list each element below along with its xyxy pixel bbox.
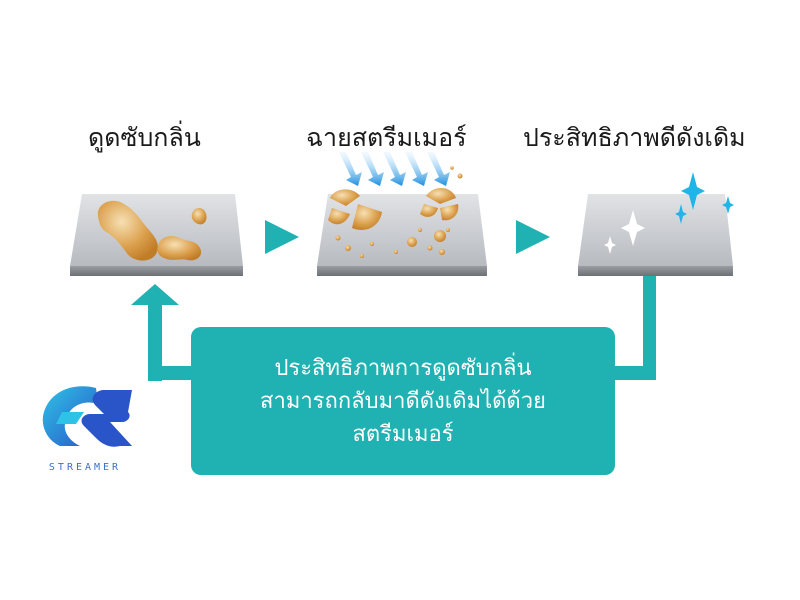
step-title-streamer: ฉายสตรีมเมอร์ bbox=[306, 123, 467, 152]
note-line-2: สามารถกลับมาดีดังเดิมได้ด้วย bbox=[260, 388, 546, 414]
clean-sparkle-plate-icon bbox=[578, 172, 734, 276]
streamer-logo-icon bbox=[42, 386, 132, 447]
step-title-restored: ประสิทธิภาพดีดังเดิม bbox=[523, 123, 746, 152]
step-arrow-2 bbox=[516, 220, 550, 254]
streamer-rays bbox=[339, 152, 450, 186]
odor-plate-icon bbox=[70, 194, 243, 276]
step-title-absorb: ดูดซับกลิ่น bbox=[88, 123, 201, 152]
note-line-3: สตรีมเมอร์ bbox=[352, 421, 454, 447]
note-box: ประสิทธิภาพการดูดซับกลิ่น สามารถกลับมาดี… bbox=[191, 327, 615, 475]
loop-arrow-head bbox=[131, 284, 179, 305]
streamer-logo-text: STREAMER bbox=[48, 462, 122, 473]
streamer-breakdown-plate-icon bbox=[317, 152, 487, 276]
note-line-1: ประสิทธิภาพการดูดซับกลิ่น bbox=[274, 355, 532, 381]
return-loop-arrow bbox=[131, 268, 656, 381]
step-arrow-1 bbox=[265, 220, 299, 254]
